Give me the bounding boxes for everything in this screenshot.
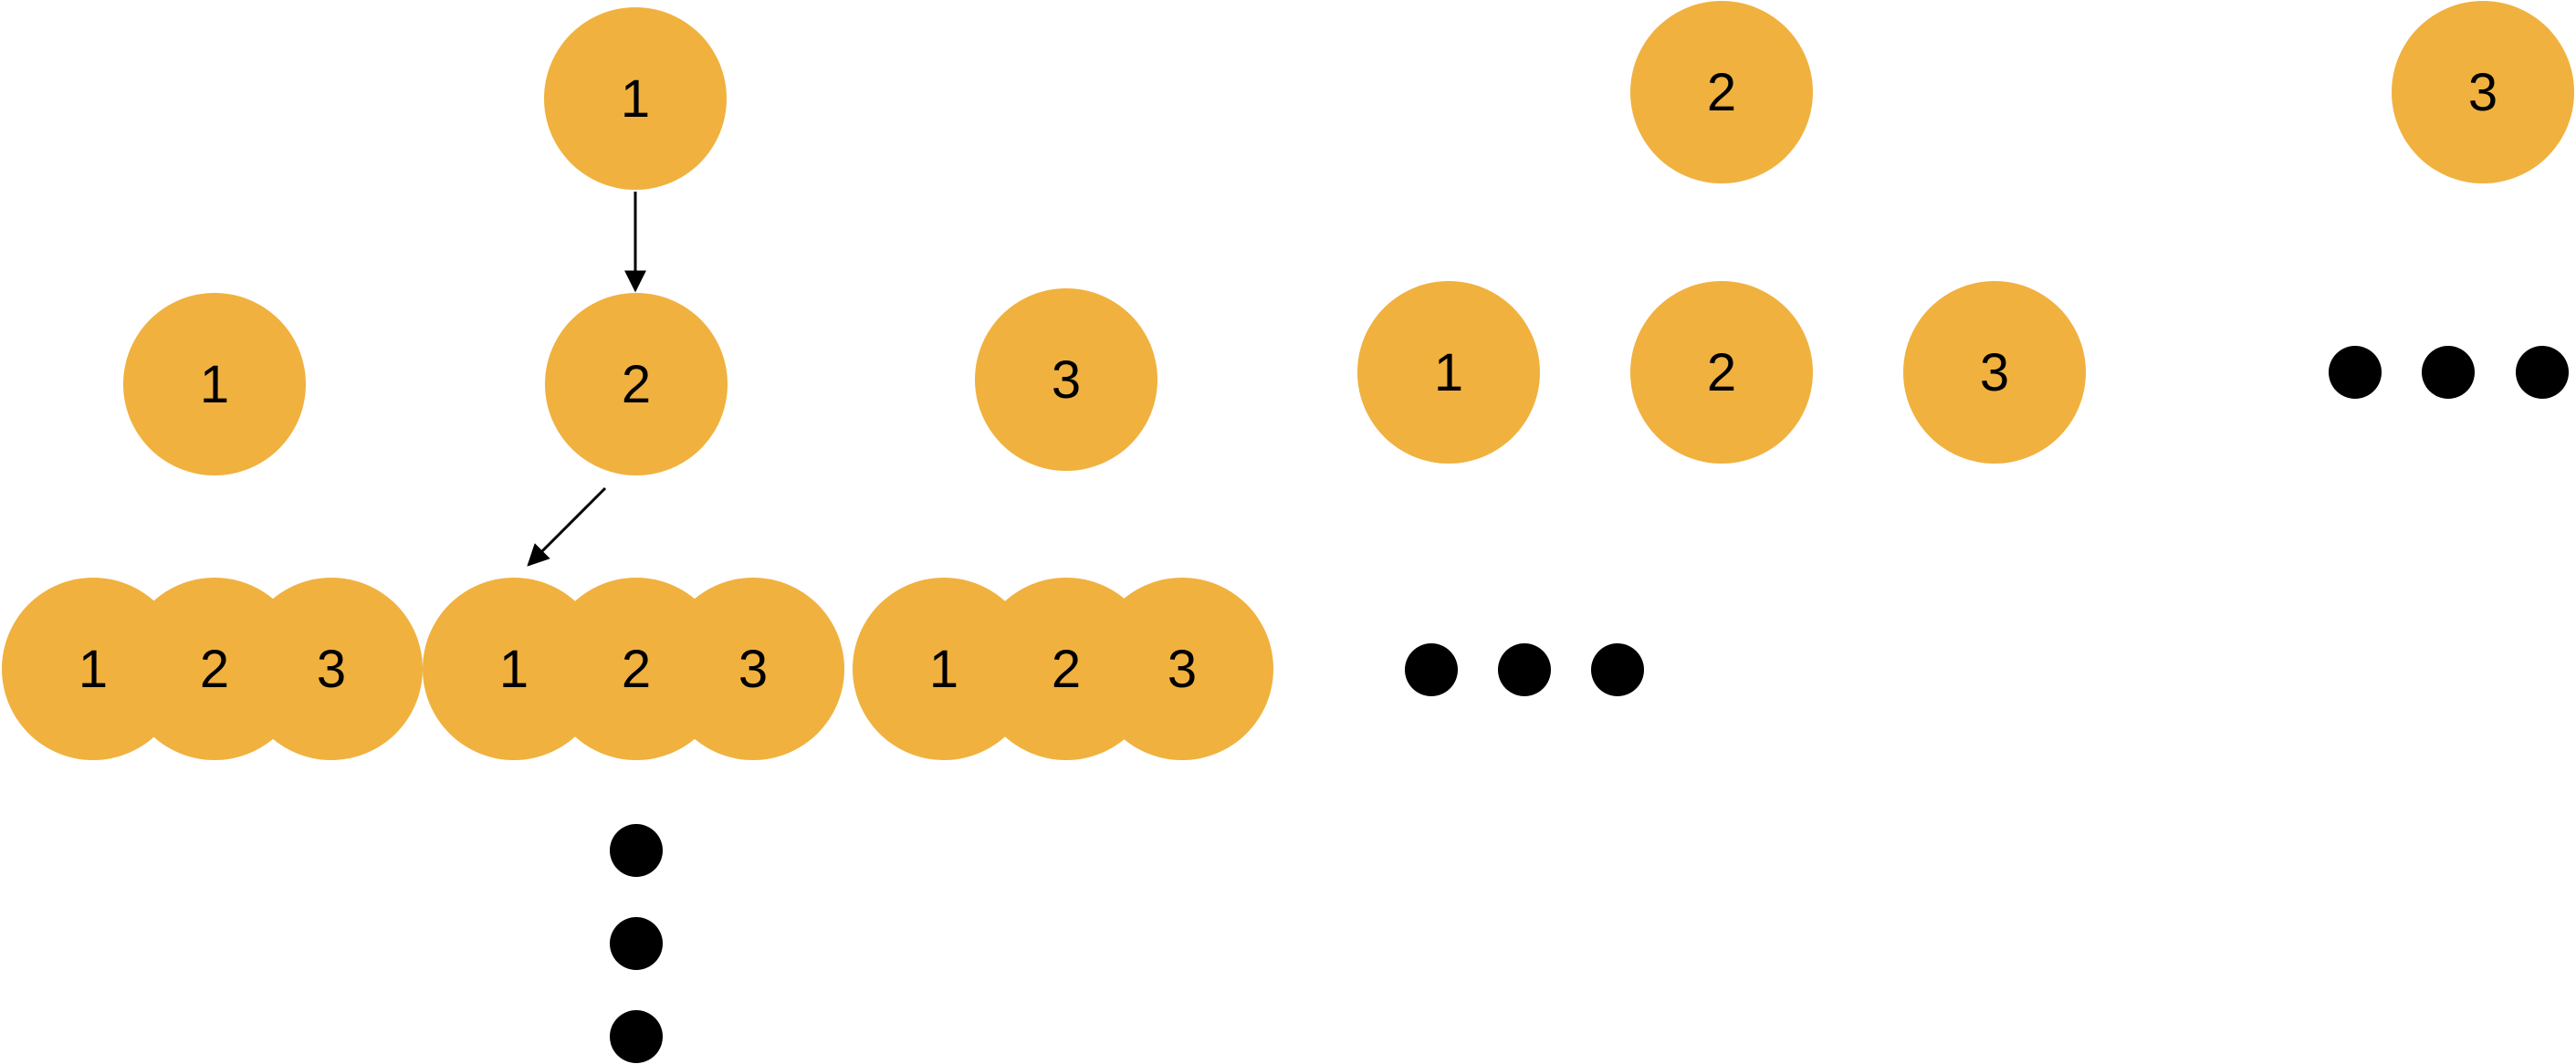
node-label: 3 <box>738 639 769 699</box>
ellipsis-dot <box>1405 643 1458 696</box>
node-label: 3 <box>1979 342 2010 402</box>
l2a-node-3: 3 <box>975 288 1157 471</box>
node-label: 3 <box>1051 349 1082 410</box>
node-label: 2 <box>621 639 652 699</box>
l2b-node-3: 3 <box>1903 281 2086 464</box>
l3c-node-3: 3 <box>1091 578 1273 760</box>
node-label: 1 <box>1433 342 1464 402</box>
root-node-3: 3 <box>2392 1 2574 183</box>
node-label: 3 <box>316 639 347 699</box>
node-label: 1 <box>620 68 651 129</box>
node-label: 1 <box>498 639 529 699</box>
ellipsis-dot <box>610 1010 663 1063</box>
root-node-1: 1 <box>544 7 727 190</box>
node-label: 3 <box>2467 62 2498 122</box>
node-label: 2 <box>199 639 230 699</box>
l2a-node-2: 2 <box>545 293 728 475</box>
l2b-node-1: 1 <box>1357 281 1540 464</box>
ellipsis-dot <box>2422 346 2475 399</box>
l2b-node-2: 2 <box>1630 281 1813 464</box>
node-label: 1 <box>199 354 230 414</box>
node-label: 1 <box>928 639 959 699</box>
root-node-2: 2 <box>1630 1 1813 183</box>
ellipsis-dot <box>1591 643 1644 696</box>
edge-l2a-2-to-l3b-1 <box>527 486 607 567</box>
ellipsis-dot <box>610 917 663 970</box>
node-label: 2 <box>1706 62 1737 122</box>
node-label: 2 <box>1051 639 1082 699</box>
node-label: 2 <box>621 354 652 414</box>
ellipsis-dot <box>610 824 663 877</box>
l2a-node-1: 1 <box>123 293 306 475</box>
node-label: 2 <box>1706 342 1737 402</box>
node-label: 1 <box>78 639 109 699</box>
node-label: 3 <box>1167 639 1198 699</box>
ellipsis-dot <box>1498 643 1551 696</box>
l3a-node-3: 3 <box>240 578 423 760</box>
ellipsis-dot <box>2516 346 2569 399</box>
ellipsis-dot <box>2329 346 2382 399</box>
l3b-node-3: 3 <box>662 578 844 760</box>
